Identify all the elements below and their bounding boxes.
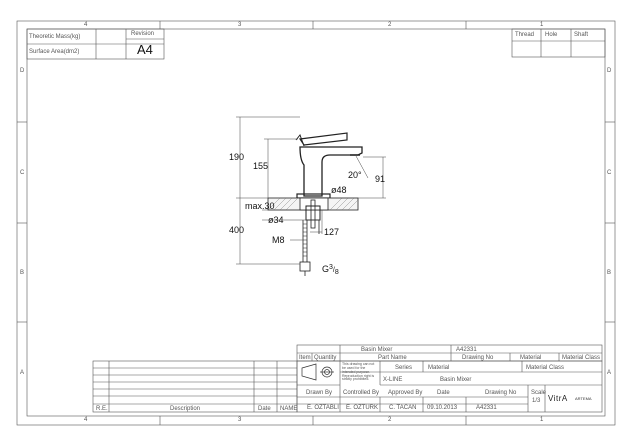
zone-right-a: A <box>607 370 612 376</box>
drawing-frame <box>16 20 616 426</box>
dim-34: ø34 <box>268 215 284 225</box>
approved-by: C. TACAN <box>389 405 417 411</box>
material-class-label: Material Class <box>526 365 565 371</box>
item-header: Item <box>299 355 311 361</box>
finish-box <box>511 28 606 58</box>
rev-date-header: Date <box>258 406 271 412</box>
zone-top-4: 4 <box>84 22 88 28</box>
part-title: Basin Mixer <box>361 347 393 353</box>
controlled-by-header: Controlled By <box>343 390 380 396</box>
drawing-date: 09.10.2013 <box>427 405 458 411</box>
zone-bottom-3: 3 <box>238 417 242 423</box>
dim-m8: M8 <box>272 235 285 245</box>
zone-left-a: A <box>20 370 25 376</box>
part-name-header: Part Name <box>378 355 407 361</box>
projection-symbol-icon <box>301 363 334 381</box>
date-header: Date <box>437 390 450 396</box>
rev-name-header: NAME <box>280 406 298 412</box>
disclaimer: This drawing can not be used for the int… <box>342 362 375 382</box>
revision-label: Revision <box>131 31 155 37</box>
drawing-number: A42331 <box>476 405 497 411</box>
approved-by-header: Approved By <box>388 390 423 396</box>
brand-logo: VitrA <box>548 394 568 403</box>
counter-top-section <box>267 197 359 211</box>
drawing-number-header: Drawing No <box>485 390 517 396</box>
paper-size: A4 <box>137 42 153 57</box>
dim-48: ø48 <box>331 185 347 195</box>
dim-190: 190 <box>229 152 245 162</box>
basin-mixer-drawing <box>236 116 386 276</box>
info-box <box>26 28 165 60</box>
zone-right-c: C <box>607 170 612 176</box>
zone-top-3: 3 <box>238 22 242 28</box>
faucet-body <box>299 146 363 197</box>
zone-left-c: C <box>20 170 25 176</box>
dim-max30: max.30 <box>245 201 275 211</box>
dim-angle: 20° <box>348 170 362 180</box>
dim-155: 155 <box>253 161 269 171</box>
brand-sub: ARTEMA <box>575 396 592 401</box>
zone-bottom-2: 2 <box>388 417 392 423</box>
zone-right-b: B <box>607 270 612 276</box>
description-header: Description <box>170 406 201 412</box>
quantity-header: Quantity <box>314 355 337 361</box>
lever-handle <box>298 132 348 146</box>
zone-bottom-1: 1 <box>540 417 544 423</box>
scale-header: Scale <box>531 390 547 396</box>
material-header: Material <box>520 355 542 361</box>
zone-top-1: 1 <box>540 22 544 28</box>
drawn-by-header: Drawn By <box>306 390 333 396</box>
series-label: Series <box>395 365 413 371</box>
rev-header: R.E. <box>96 406 108 412</box>
drawing-no-header: Drawing No <box>462 355 494 361</box>
hole-label: Hole <box>545 32 558 38</box>
zone-top-2: 2 <box>388 22 392 28</box>
controlled-by: E. OZTURK <box>346 405 379 411</box>
dim-thread: G3/8 <box>322 264 339 276</box>
mass-label: Theoretic Mass(kg) <box>29 34 81 40</box>
flexible-hoses <box>299 220 320 276</box>
scale-value: 1/3 <box>532 398 541 404</box>
thread-label: Thread <box>515 32 535 38</box>
series-value: X-LINE <box>383 377 403 383</box>
dimension-lines <box>236 116 386 265</box>
zone-right-d: D <box>607 68 612 74</box>
shaft-label: Shaft <box>574 32 589 38</box>
inner-frame <box>26 28 606 417</box>
zone-left-d: D <box>20 68 25 74</box>
dim-400: 400 <box>229 225 245 235</box>
area-label: Surface Area(dm2) <box>29 49 80 55</box>
product-name: Basin Mixer <box>440 377 472 383</box>
dim-91: 91 <box>375 174 386 184</box>
title-block-grid <box>92 344 603 413</box>
material-label: Material <box>428 365 450 371</box>
material-class-header: Material Class <box>562 355 601 361</box>
zone-bottom-4: 4 <box>84 417 88 423</box>
dim-127: 127 <box>324 227 340 237</box>
drawing-ref: A42331 <box>456 347 477 353</box>
drawn-by: E. OZTABLI <box>307 405 339 411</box>
zone-left-b: B <box>20 270 25 276</box>
